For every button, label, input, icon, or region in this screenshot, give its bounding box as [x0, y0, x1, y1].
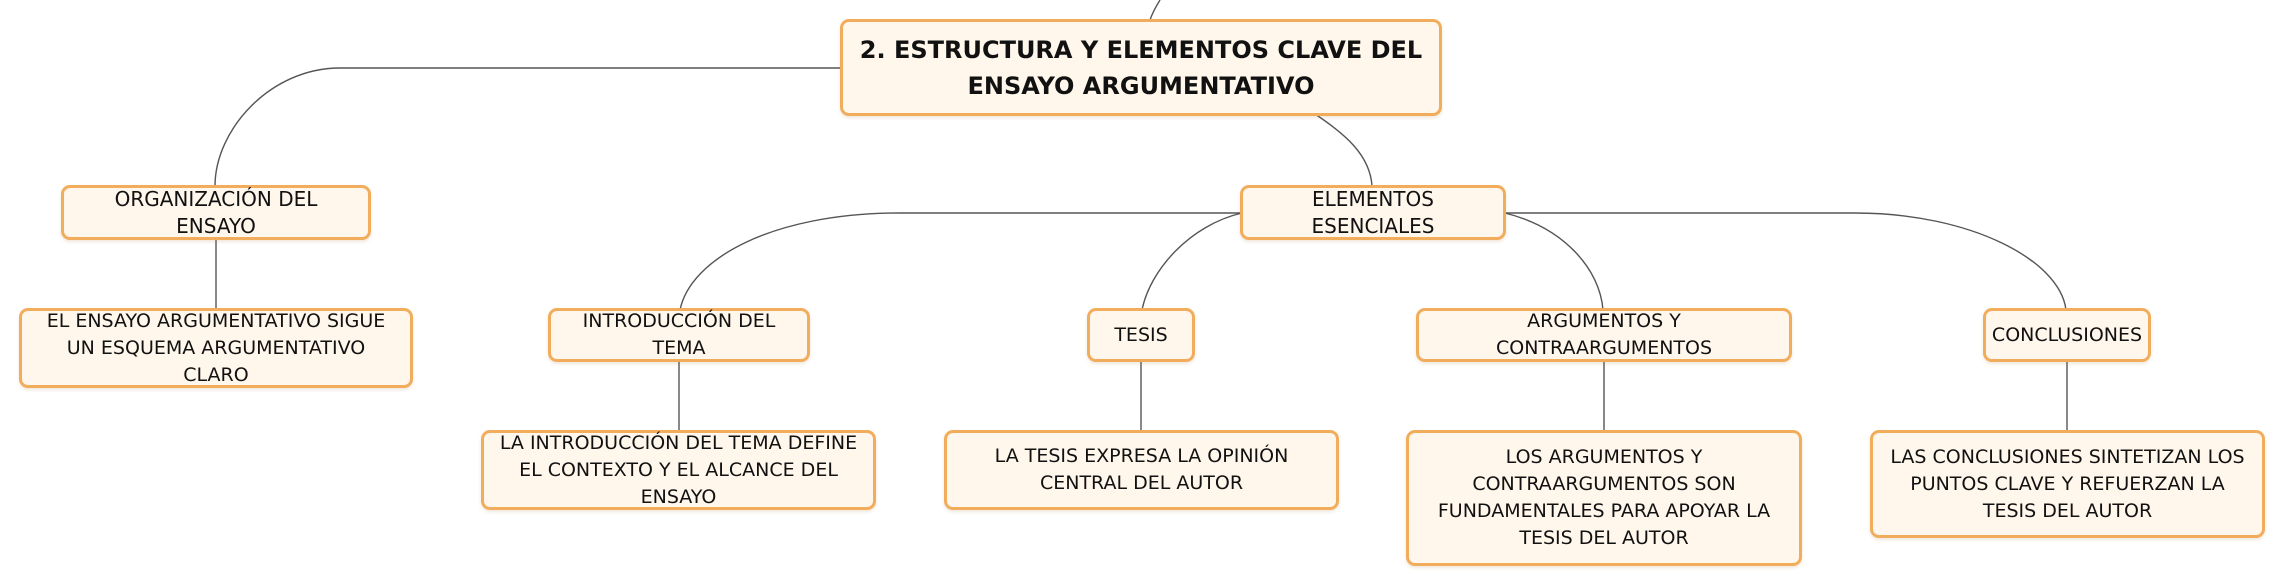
node-introduccion-label: INTRODUCCIÓN DEL TEMA — [582, 310, 776, 359]
connector-elementos-to-tesis — [1141, 212, 1243, 311]
node-elementos[interactable]: ELEMENTOS ESENCIALES — [1240, 185, 1506, 240]
connector-parent-to-root — [1149, 0, 1161, 21]
node-tesis[interactable]: TESIS — [1087, 308, 1195, 362]
node-tesis-label: TESIS — [1114, 323, 1168, 346]
node-conclusiones-label: CONCLUSIONES — [1991, 323, 2143, 346]
node-introduccion[interactable]: INTRODUCCIÓN DEL TEMA — [548, 308, 810, 362]
node-argumentos-label: ARGUMENTOS Y CONTRAARGUMENTOS — [1495, 310, 1713, 359]
connector-root-to-elementos — [1314, 113, 1373, 187]
connector-elementos-to-argumentos — [1504, 212, 1604, 311]
connector-elementos-to-introduccion — [679, 212, 1242, 311]
node-tesis-detail[interactable]: LA TESIS EXPRESA LA OPINIÓN CENTRAL DEL … — [944, 430, 1339, 510]
root-node[interactable]: 2. ESTRUCTURA Y ELEMENTOS CLAVE DEL ENSA… — [840, 19, 1442, 116]
node-introduccion-detail-label: LA INTRODUCCIÓN DEL TEMA DEFINE EL CONTE… — [499, 431, 858, 508]
node-introduccion-detail[interactable]: LA INTRODUCCIÓN DEL TEMA DEFINE EL CONTE… — [481, 430, 876, 510]
node-argumentos-detail-label: LOS ARGUMENTOS Y CONTRAARGUMENTOS SON FU… — [1437, 446, 1771, 549]
node-conclusiones-detail-label: LAS CONCLUSIONES SINTETIZAN LOS PUNTOS C… — [1890, 445, 2245, 522]
node-organizacion-label: ORGANIZACIÓN DEL ENSAYO — [114, 186, 318, 238]
node-argumentos-detail[interactable]: LOS ARGUMENTOS Y CONTRAARGUMENTOS SON FU… — [1406, 430, 1802, 566]
connector-root-to-organizacion — [214, 67, 840, 187]
node-tesis-detail-label: LA TESIS EXPRESA LA OPINIÓN CENTRAL DEL … — [994, 445, 1289, 494]
node-organizacion-detail-label: EL ENSAYO ARGUMENTATIVO SIGUE UN ESQUEMA… — [46, 309, 386, 386]
node-elementos-label: ELEMENTOS ESENCIALES — [1311, 186, 1435, 238]
node-organizacion-detail[interactable]: EL ENSAYO ARGUMENTATIVO SIGUE UN ESQUEMA… — [19, 308, 413, 388]
node-conclusiones-detail[interactable]: LAS CONCLUSIONES SINTETIZAN LOS PUNTOS C… — [1870, 430, 2265, 538]
root-node-label: 2. ESTRUCTURA Y ELEMENTOS CLAVE DEL ENSA… — [859, 35, 1423, 100]
node-argumentos[interactable]: ARGUMENTOS Y CONTRAARGUMENTOS — [1416, 308, 1792, 362]
node-organizacion[interactable]: ORGANIZACIÓN DEL ENSAYO — [61, 185, 371, 240]
node-conclusiones[interactable]: CONCLUSIONES — [1983, 308, 2151, 362]
connector-elementos-to-conclusiones — [1505, 212, 2067, 311]
